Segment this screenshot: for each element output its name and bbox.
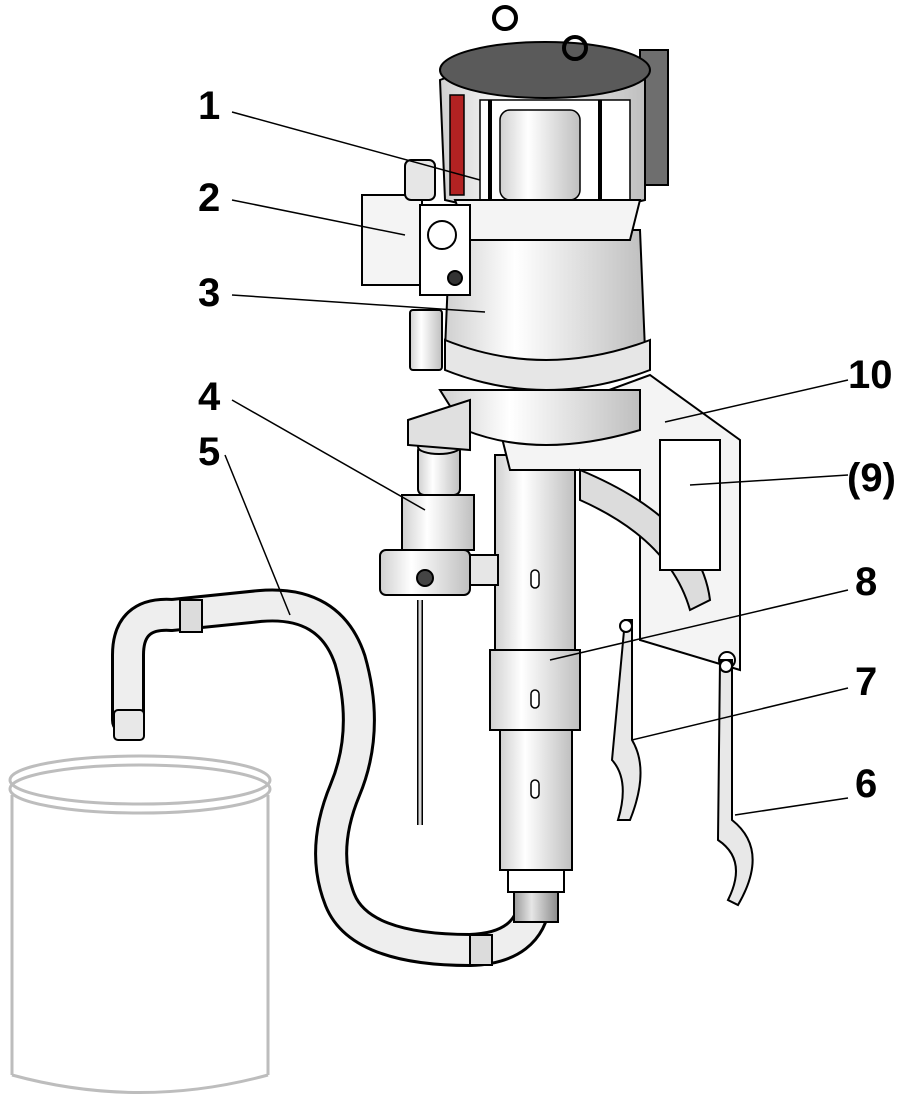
callout-1: 1 [198,84,221,128]
motor-top [438,5,669,241]
callout-7: 7 [855,660,878,704]
callout-3: 3 [198,271,221,315]
leader-lines [224,111,849,816]
lower-pump-cylinder [489,454,581,923]
wrench-6 [716,659,754,907]
callout-10: 10 [848,353,893,397]
motor-housing [407,229,651,452]
suction-hose [111,588,552,968]
callout-4: 4 [198,375,221,419]
wall-bracket [498,373,741,672]
filter-valve [379,439,499,825]
bucket [8,754,272,1094]
control-box [361,159,471,371]
callout-8: 8 [855,560,878,604]
callout-6: 6 [855,762,878,806]
wrench-7 [610,619,642,821]
callout-9: (9) [847,456,896,500]
callout-2: 2 [198,176,221,220]
callout-5: 5 [198,430,221,474]
